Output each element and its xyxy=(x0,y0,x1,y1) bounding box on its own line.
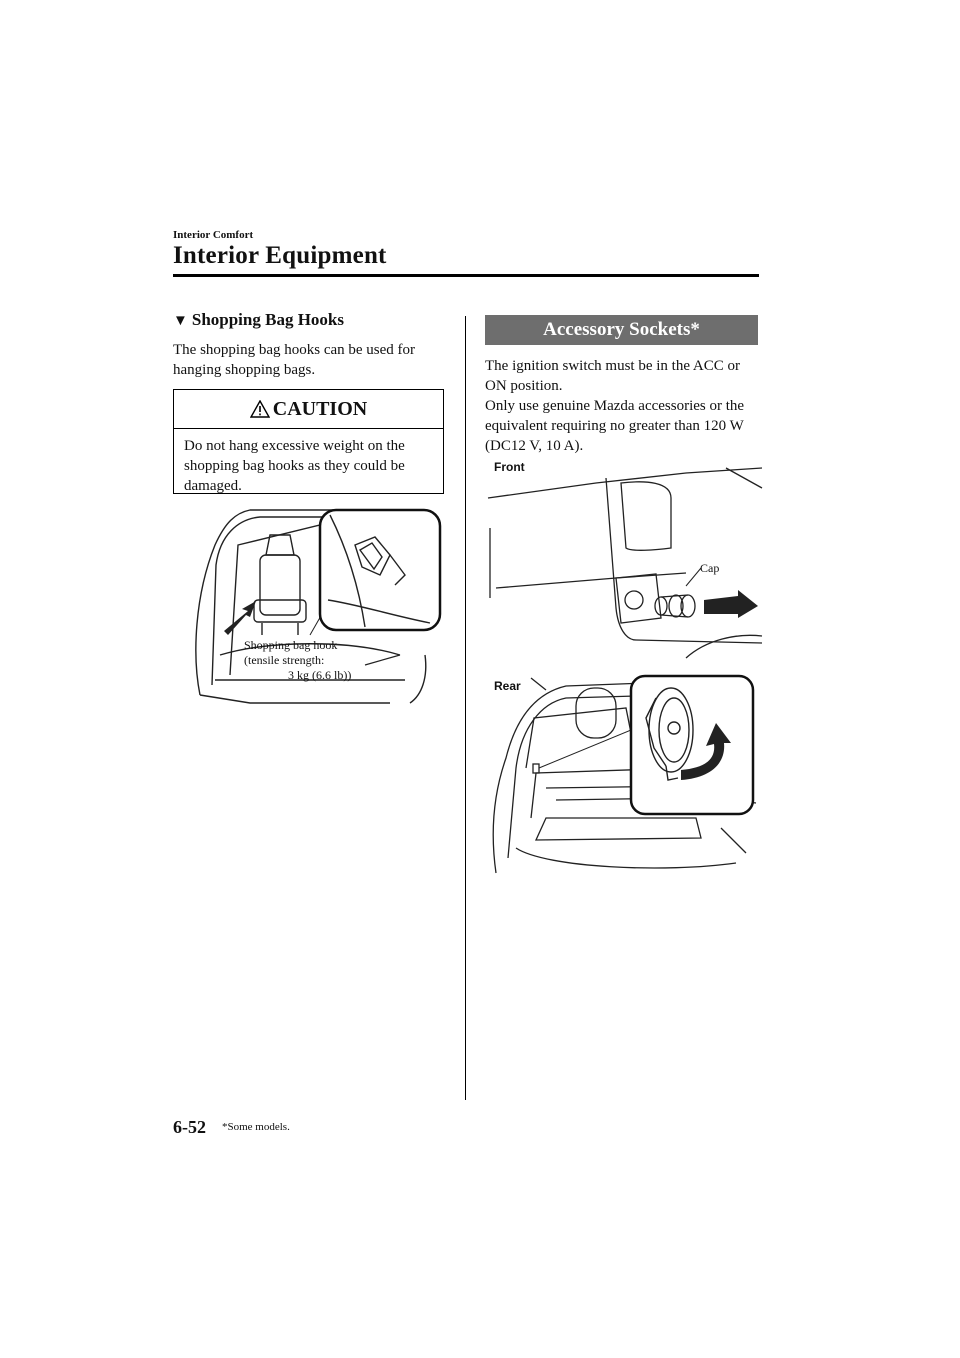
triangle-marker-icon: ▼ xyxy=(173,313,188,329)
label-line-3: 3 kg (6.6 lb)) xyxy=(288,668,352,682)
caution-title: CAUTION xyxy=(174,398,443,421)
section-label: Interior Comfort xyxy=(173,229,254,241)
shopping-bag-hooks-heading: ▼Shopping Bag Hooks xyxy=(173,310,344,330)
caution-title-text: CAUTION xyxy=(272,398,368,420)
accessory-sockets-paragraph: The ignition switch must be in the ACC o… xyxy=(485,356,765,456)
label-line-1: Shopping bag hook xyxy=(244,638,338,652)
title-rule xyxy=(173,274,759,277)
front-socket-illustration xyxy=(487,467,763,659)
caution-text: Do not hang excessive weight on the shop… xyxy=(184,438,405,494)
footnote: *Some models. xyxy=(222,1121,290,1133)
caution-box: CAUTION Do not hang excessive weight on … xyxy=(173,389,444,494)
heading-text: Shopping Bag Hooks xyxy=(191,310,344,329)
front-label: Front xyxy=(494,460,525,474)
caution-divider xyxy=(174,428,443,429)
warning-icon xyxy=(249,399,270,418)
accessory-sockets-banner: Accessory Sockets* xyxy=(485,315,758,345)
label-line-2: (tensile strength: xyxy=(244,653,325,667)
column-divider xyxy=(465,316,466,1100)
page-title: Interior Equipment xyxy=(173,242,387,269)
shopping-bag-hook-label: Shopping bag hook (tensile strength: 3 k… xyxy=(244,638,374,683)
shopping-bag-hook-illustration xyxy=(195,508,442,704)
cap-label: Cap xyxy=(700,561,720,575)
paragraph-line-ignition: The ignition switch must be in the ACC o… xyxy=(485,358,740,394)
page-number: 6-52 xyxy=(173,1117,206,1137)
rear-socket-illustration xyxy=(492,674,757,874)
paragraph-line-accessories: Only use genuine Mazda accessories or th… xyxy=(485,398,745,454)
rear-label: Rear xyxy=(494,679,521,693)
shopping-bag-paragraph: The shopping bag hooks can be used for h… xyxy=(173,342,416,378)
